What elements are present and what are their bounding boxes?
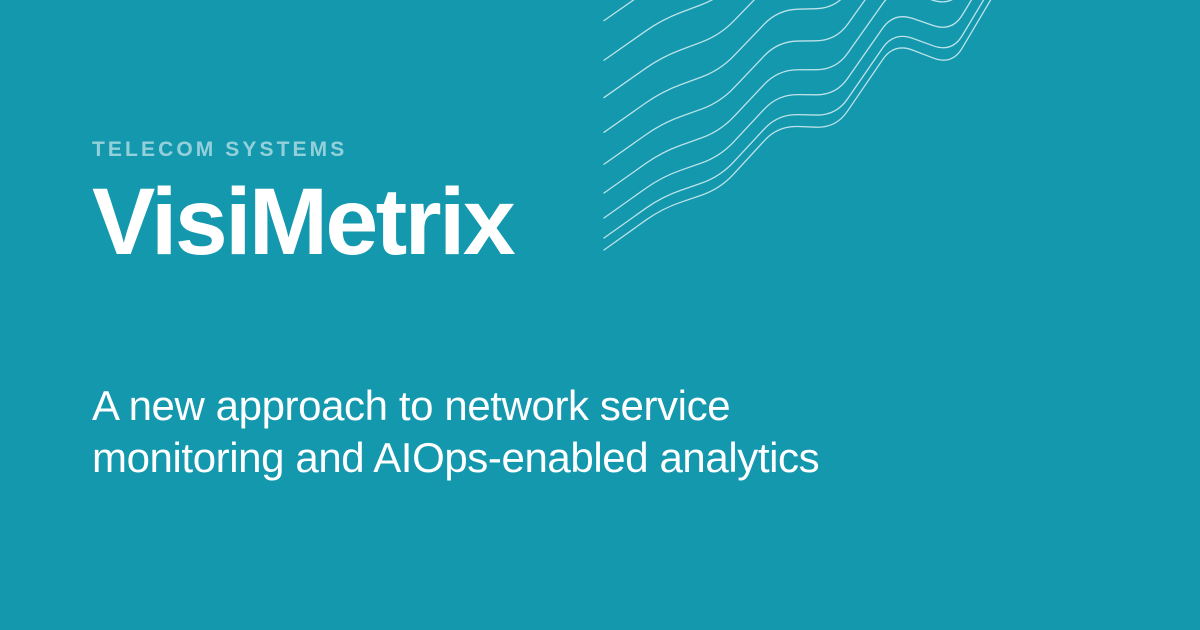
eyebrow-label: TELECOM SYSTEMS (92, 138, 348, 161)
hero-subtitle: A new approach to network service monito… (92, 380, 922, 484)
wave-line (604, 0, 1200, 21)
wave-line (604, 0, 1200, 98)
hero-text-block: TELECOM SYSTEMS VisiMetrix (92, 138, 732, 270)
subtitle-line-2: monitoring and AIOps-enabled analytics (92, 434, 820, 482)
page-title: VisiMetrix (92, 169, 516, 276)
wave-line (604, 0, 1200, 60)
wave-line (604, 0, 1200, 132)
subtitle-line-1: A new approach to network service (92, 382, 731, 429)
